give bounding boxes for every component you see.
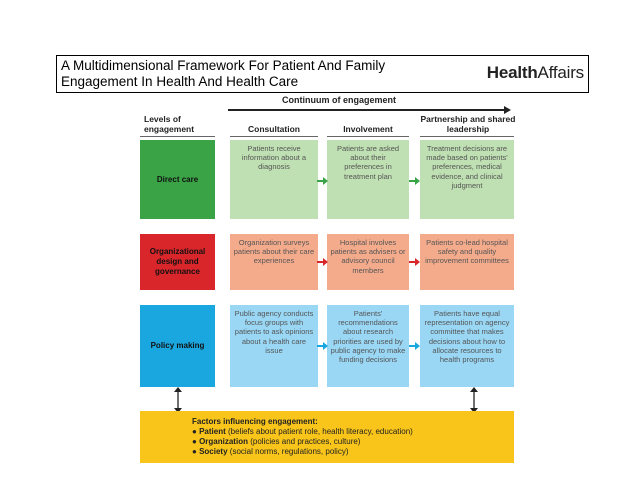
- cell-policy-partnership: Patients have equal representation on ag…: [420, 305, 514, 387]
- cell-text: Organization surveys patients about thei…: [233, 238, 315, 266]
- column-header-involvement: Involvement: [343, 124, 393, 134]
- cell-text: Hospital involves patients as advisers o…: [330, 238, 406, 275]
- cell-text: Patients are asked about their preferenc…: [336, 144, 400, 181]
- header-rule: [230, 136, 318, 137]
- cell-text: Patients' recommendations about research…: [330, 309, 406, 365]
- continuum-label: Continuum of engagement: [282, 95, 396, 105]
- cell-org-consultation: Organization surveys patients about thei…: [230, 234, 318, 290]
- cell-policy-consultation: Public agency conducts focus groups with…: [230, 305, 318, 387]
- factor-detail: (policies and practices, culture): [250, 437, 361, 446]
- level-organizational: Organizational design and governance: [140, 234, 215, 290]
- header-rule: [420, 136, 514, 137]
- header-rule: [140, 136, 215, 137]
- cell-text: Patients co-lead hospital safety and qua…: [425, 238, 509, 266]
- factors-box: Factors influencing engagement: ● Patien…: [140, 411, 514, 463]
- bullet: ●: [192, 437, 197, 446]
- column-header-levels: Levels of engagement: [144, 114, 195, 134]
- bullet: ●: [192, 447, 197, 456]
- factor-detail: (beliefs about patient role, health lite…: [227, 427, 413, 436]
- cell-org-involvement: Hospital involves patients as advisers o…: [327, 234, 409, 290]
- factor-item-organization: ● Organization (policies and practices, …: [192, 437, 514, 447]
- cell-direct-consultation: Patients receive information about a dia…: [230, 140, 318, 219]
- title-box: [56, 55, 589, 93]
- cell-direct-partnership: Treatment decisions are made based on pa…: [420, 140, 514, 219]
- cell-text: Patients receive information about a dia…: [241, 144, 307, 172]
- double-arrow-icon: [470, 387, 478, 413]
- column-header-partnership: Partnership and shared leadership: [420, 114, 516, 134]
- arrow-right-icon: [409, 342, 420, 350]
- cell-text: Patients have equal representation on ag…: [424, 309, 510, 365]
- page-title: A Multidimensional Framework For Patient…: [61, 58, 386, 89]
- header-rule: [327, 136, 409, 137]
- arrow-right-icon: [409, 177, 420, 185]
- factor-item-patient: ● Patient (beliefs about patient role, h…: [192, 427, 514, 437]
- arrow-right-icon: [317, 258, 328, 266]
- level-policy-making: Policy making: [140, 305, 215, 387]
- bullet: ●: [192, 427, 197, 436]
- factor-name: Patient: [199, 427, 226, 436]
- cell-direct-involvement: Patients are asked about their preferenc…: [327, 140, 409, 219]
- double-arrow-icon: [174, 387, 182, 413]
- brand-bold: Health: [486, 63, 538, 82]
- factor-item-society: ● Society (social norms, regulations, po…: [192, 447, 514, 457]
- arrow-right-icon: [317, 342, 328, 350]
- cell-policy-involvement: Patients' recommendations about research…: [327, 305, 409, 387]
- cell-text: Public agency conducts focus groups with…: [234, 309, 314, 355]
- factor-name: Organization: [199, 437, 248, 446]
- factor-detail: (social norms, regulations, policy): [229, 447, 349, 456]
- arrow-right-icon: [409, 258, 420, 266]
- health-affairs-logo: HealthAffairs: [487, 63, 584, 83]
- column-header-consultation: Consultation: [248, 124, 300, 134]
- factors-title: Factors influencing engagement:: [192, 417, 318, 426]
- cell-org-partnership: Patients co-lead hospital safety and qua…: [420, 234, 514, 290]
- arrow-right-icon: [317, 177, 328, 185]
- factor-name: Society: [199, 447, 228, 456]
- cell-text: Treatment decisions are made based on pa…: [426, 144, 508, 190]
- brand-regular: Affairs: [537, 63, 585, 82]
- level-direct-care: Direct care: [140, 140, 215, 219]
- continuum-arrow-icon: [228, 106, 511, 114]
